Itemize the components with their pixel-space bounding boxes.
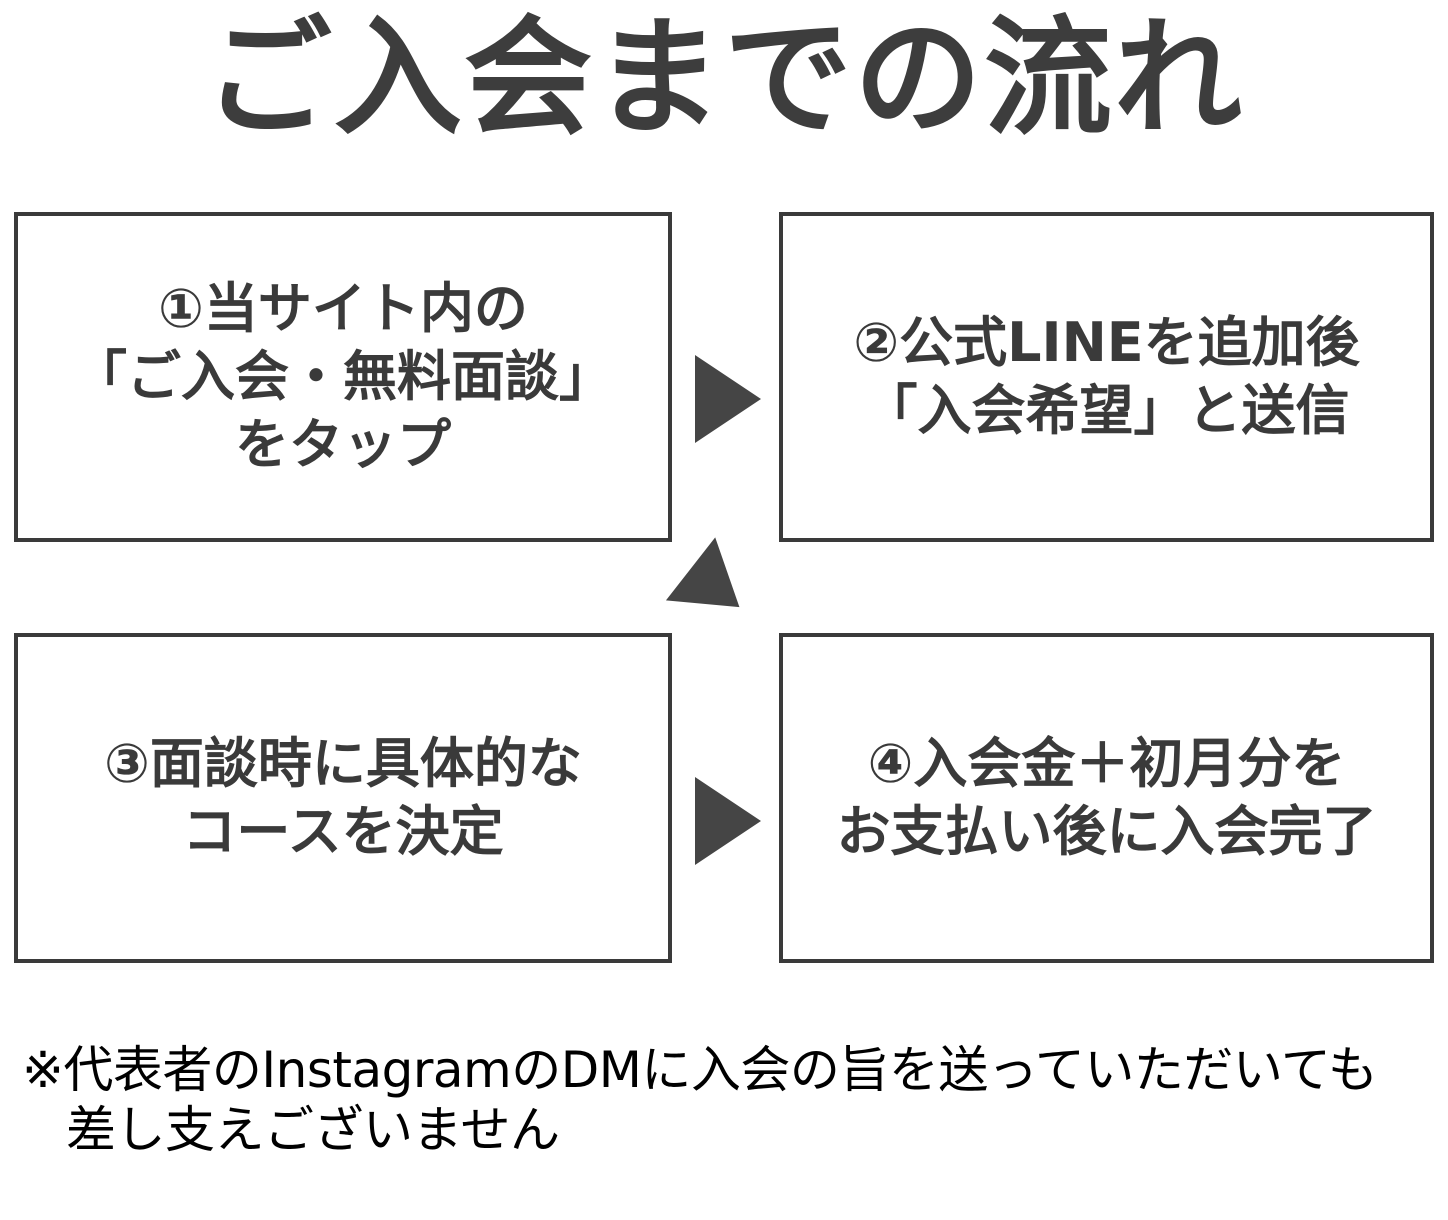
footnote: ※代表者のInstagramのDMに入会の旨を送っていただいても 差し支えござい… (22, 980, 1432, 1220)
flow-step-box-1: ①当サイト内の 「ご入会・無料面談」 をタップ (14, 212, 672, 542)
arrow-right-icon-step1-to-step2 (695, 355, 761, 443)
flow-step-1-label: ①当サイト内の 「ご入会・無料面談」 をタップ (73, 276, 613, 477)
arrow-right-icon-step3-to-step4 (695, 777, 761, 865)
arrow-diagonal-icon-step2-to-step3 (665, 537, 765, 639)
flow-step-box-4: ④入会金＋初月分を お支払い後に入会完了 (779, 633, 1434, 963)
page-title: ご入会までの流れ (203, 4, 1244, 153)
footnote-line-2: 差し支えございません (66, 1101, 560, 1159)
flow-step-2-label: ②公式LINEを追加後 「入会希望」と送信 (853, 310, 1360, 442)
flow-step-3-label: ③面談時に具体的な コースを決定 (104, 731, 582, 863)
flow-step-box-3: ③面談時に具体的な コースを決定 (14, 633, 672, 963)
footnote-line-1: ※代表者のInstagramのDMに入会の旨を送っていただいても (22, 1041, 1378, 1099)
flow-step-4-label: ④入会金＋初月分を お支払い後に入会完了 (836, 731, 1377, 863)
flow-step-box-2: ②公式LINEを追加後 「入会希望」と送信 (779, 212, 1434, 542)
